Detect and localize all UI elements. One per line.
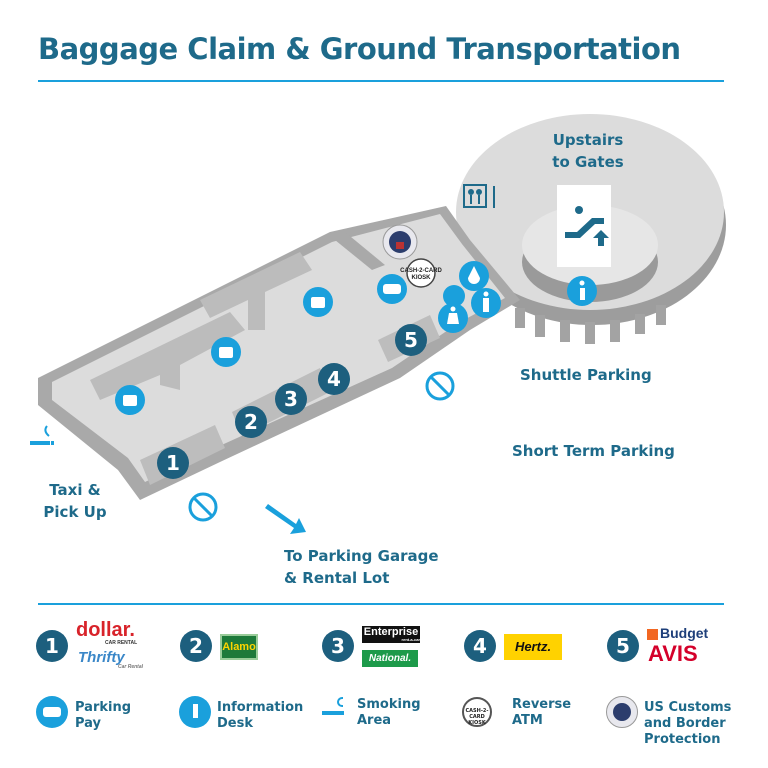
customs-seal-icon bbox=[382, 224, 418, 260]
floor-map: CASH-2-CARD KIOSK bbox=[30, 114, 726, 534]
kiosk-text: KIOSK bbox=[468, 720, 486, 726]
baby-changing-icon bbox=[443, 285, 465, 307]
national-logo: National. bbox=[362, 650, 418, 667]
enterprise-text: Enterprise bbox=[363, 626, 419, 638]
short-term-parking-label: Short Term Parking bbox=[512, 442, 675, 460]
garage-line: To Parking Garage bbox=[284, 547, 439, 565]
label-line: Protection bbox=[644, 732, 721, 747]
counter-4-marker[interactable]: 4 bbox=[318, 363, 350, 395]
smoking-icon bbox=[322, 711, 344, 715]
upstairs-label: Upstairs to Gates bbox=[548, 129, 628, 173]
shuttle-parking-label: Shuttle Parking bbox=[520, 366, 652, 384]
page-title: Baggage Claim & Ground Transportation bbox=[38, 32, 681, 66]
no-smoking-icon bbox=[188, 371, 455, 522]
title-divider bbox=[38, 80, 724, 82]
legend-num-3: 3 bbox=[322, 630, 354, 662]
direction-arrow-icon bbox=[265, 504, 306, 534]
kiosk-label: CASH-2-CARD bbox=[400, 268, 442, 274]
label-line: Information bbox=[217, 700, 304, 715]
thrifty-subtitle: Car Rental bbox=[118, 664, 144, 670]
rotunda-pillars bbox=[515, 305, 666, 344]
counter-2-marker[interactable]: 2 bbox=[235, 406, 267, 438]
avis-logo: AVIS bbox=[648, 641, 698, 666]
legend-num-5: 5 bbox=[607, 630, 639, 662]
thrifty-logo: Thrifty bbox=[78, 649, 125, 666]
budget-mark-icon bbox=[647, 629, 658, 640]
legend-divider bbox=[38, 603, 724, 605]
label-line: Area bbox=[357, 713, 392, 728]
counter-3-marker[interactable]: 3 bbox=[275, 383, 307, 415]
taxi-pickup-label: Taxi & Pick Up bbox=[36, 479, 114, 523]
label-line: US Customs bbox=[644, 700, 732, 715]
enterprise-subtitle: rent-a-car bbox=[401, 637, 420, 642]
alamo-logo: Alamo bbox=[220, 634, 258, 660]
counter-5-marker[interactable]: 5 bbox=[395, 324, 427, 356]
kiosk-label: KIOSK bbox=[411, 275, 431, 281]
label-line: Smoking bbox=[357, 697, 421, 712]
parking-pay-icon bbox=[36, 696, 68, 728]
parking-garage-label: To Parking Garage & Rental Lot bbox=[284, 545, 439, 589]
legend-num-1: 1 bbox=[36, 630, 68, 662]
garage-line: & Rental Lot bbox=[284, 569, 390, 587]
escalator-icon bbox=[565, 206, 609, 246]
kiosk-text: CASH-2-CARD bbox=[465, 708, 489, 720]
dollar-logo: dollar. bbox=[76, 619, 135, 641]
counter-1-marker[interactable]: 1 bbox=[157, 447, 189, 479]
smoking-area-icon bbox=[30, 425, 54, 445]
legend-num-4: 4 bbox=[464, 630, 496, 662]
baggage-carousels bbox=[90, 252, 312, 400]
budget-logo: Budget bbox=[660, 625, 709, 641]
taxi-line: Pick Up bbox=[43, 503, 107, 521]
inner-wall bbox=[335, 232, 385, 270]
hertz-logo: Hertz. bbox=[504, 634, 562, 660]
upstairs-line: Upstairs bbox=[552, 131, 624, 149]
label-line: Parking bbox=[75, 700, 132, 715]
label-line: Pay bbox=[75, 716, 102, 731]
label-line: ATM bbox=[512, 713, 543, 728]
label-line: Reverse bbox=[512, 697, 572, 712]
customs-seal-legend-icon bbox=[606, 696, 638, 728]
cash-2-card-kiosk-icon: CASH-2-CARD KIOSK bbox=[400, 258, 442, 288]
smoke-wisp-icon bbox=[337, 697, 343, 707]
label-line: Desk bbox=[217, 716, 253, 731]
information-icon bbox=[179, 696, 211, 728]
taxi-line: Taxi & bbox=[49, 481, 101, 499]
upstairs-line: to Gates bbox=[552, 153, 624, 171]
label-line: and Border bbox=[644, 716, 726, 731]
dollar-subtitle: CAR RENTAL bbox=[105, 640, 138, 646]
elevator-icon bbox=[463, 184, 495, 208]
legend-num-2: 2 bbox=[180, 630, 212, 662]
